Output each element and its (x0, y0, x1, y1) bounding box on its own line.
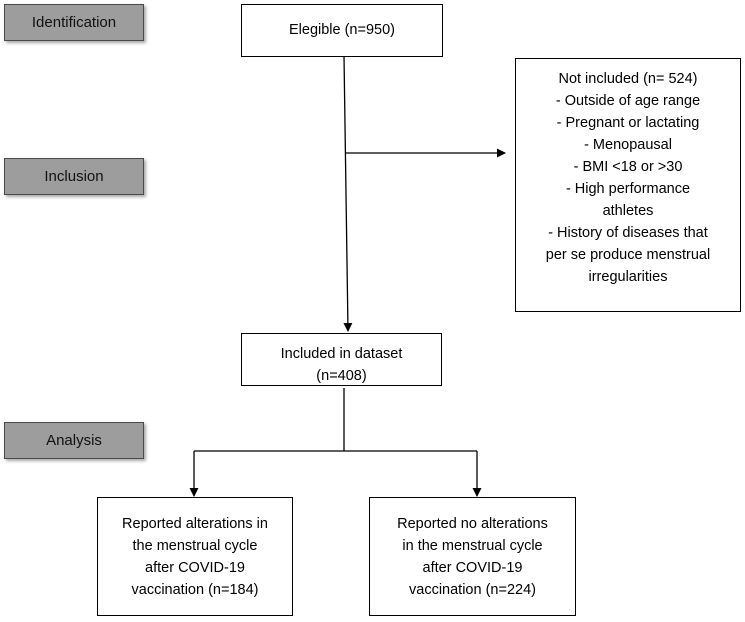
not-included-box: Not included (n= 524) - Outside of age r… (515, 58, 741, 312)
stage-label-analysis: Analysis (4, 422, 144, 459)
stage-label-inclusion: Inclusion (4, 158, 144, 195)
not-included-title: Not included (n= 524) (558, 71, 698, 87)
stage-label-identification-text: Identification (31, 14, 117, 31)
reported-alterations-box: Reported alterations in the menstrual cy… (97, 497, 293, 616)
arrow-eligible-to-included (343, 55, 353, 332)
included-text: Included in dataset (280, 346, 403, 362)
alterations-line-4: vaccination (n=184) (131, 582, 259, 598)
included-box: Included in dataset (n=408) (241, 333, 442, 386)
criterion-bmi: - BMI <18 or >30 (573, 159, 683, 175)
criterion-diseases-cont: per se produce menstrual (545, 247, 711, 263)
criterion-diseases: - History of diseases that (548, 225, 708, 241)
alterations-line-2: the menstrual cycle (132, 538, 258, 554)
no-alterations-line-1: Reported no alterations (397, 516, 548, 532)
criterion-athletes-cont: athletes (602, 203, 654, 219)
criterion-pregnant: - Pregnant or lactating (556, 115, 700, 131)
no-alterations-line-3: after COVID-19 (422, 560, 523, 576)
alterations-line-1: Reported alterations in (122, 516, 268, 532)
stage-label-analysis-text: Analysis (46, 432, 102, 449)
criterion-menopausal: - Menopausal (584, 137, 672, 153)
stage-label-identification: Identification (4, 4, 144, 41)
criterion-diseases-end: irregularities (588, 269, 668, 285)
criterion-athletes: - High performance (565, 181, 691, 197)
alterations-line-3: after COVID-19 (145, 560, 245, 576)
eligible-box: Elegible (n=950) (241, 4, 443, 57)
eligible-text: Elegible (n=950) (288, 22, 395, 38)
stage-label-inclusion-text: Inclusion (44, 168, 104, 185)
reported-no-alterations-box: Reported no alterations in the menstrual… (369, 497, 576, 616)
included-count: (n=408) (316, 368, 367, 384)
criterion-age: - Outside of age range (555, 93, 701, 109)
no-alterations-line-2: in the menstrual cycle (402, 538, 543, 554)
no-alterations-line-4: vaccination (n=224) (409, 582, 536, 598)
